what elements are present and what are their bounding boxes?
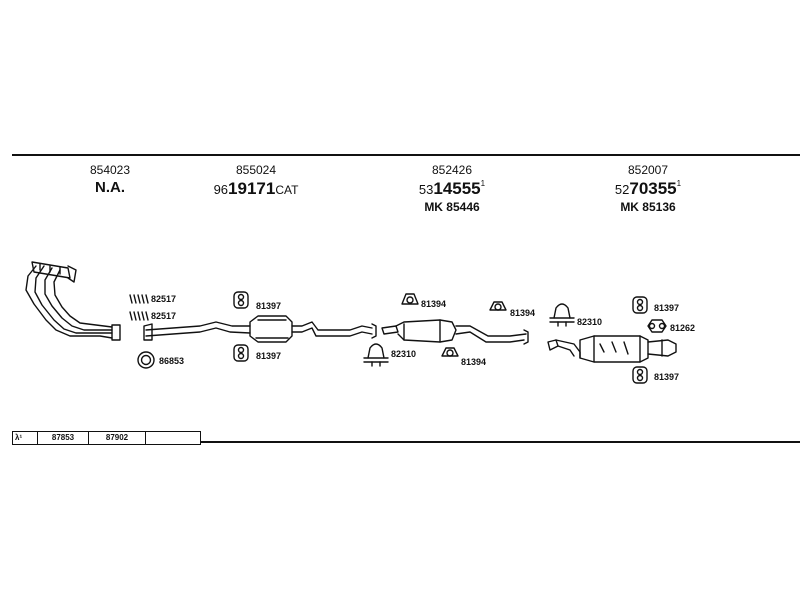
rubber-mount-icon <box>401 293 507 357</box>
header-rear-part: 52703551 <box>614 179 682 198</box>
label-ring-gasket: 86853 <box>159 356 185 366</box>
rear-silencer <box>547 335 677 363</box>
clamp-icon <box>363 303 575 367</box>
legend-lambda-symbol: λ¹ <box>13 432 38 444</box>
middle-silencer <box>381 319 529 345</box>
header-middle-number: 852426 <box>431 163 473 177</box>
top-divider <box>12 154 800 156</box>
rubber-mount-icon <box>632 296 648 384</box>
rubber-mount-icon <box>233 291 249 362</box>
label-rubber-cat-bottom: 81397 <box>256 351 282 361</box>
header-catalyst: 855024 9619171CAT <box>176 164 336 198</box>
catalyst-pipe <box>143 315 377 343</box>
legend-cell-2: 87902 <box>89 432 146 444</box>
label-rubber-rear-bottom: 81397 <box>654 372 680 382</box>
label-hanger-bottom-left: 82517 <box>151 311 177 321</box>
label-clamp-rear: 82310 <box>577 317 603 327</box>
exhaust-manifold <box>25 261 121 341</box>
header-rear-number: 852007 <box>627 163 669 177</box>
legend-cell-3 <box>146 432 200 444</box>
label-rubber-mid-top: 81394 <box>421 299 447 309</box>
header-manifold-number: 854023 <box>89 163 131 177</box>
bracket-icon <box>647 319 667 333</box>
legend-cell-1: 87853 <box>38 432 89 444</box>
label-rubber-rear-top: 81397 <box>654 303 680 313</box>
header-rear-mk: MK 85136 <box>620 200 676 214</box>
header-catalyst-part: 9619171CAT <box>213 179 299 198</box>
lambda-sensor-legend: λ¹ 87853 87902 <box>12 431 201 445</box>
label-hanger-top-left: 82517 <box>151 294 177 304</box>
bottom-divider <box>12 441 800 443</box>
header-catalyst-number: 855024 <box>235 163 277 177</box>
header-middle-silencer: 852426 53145551 MK 85446 <box>372 164 532 213</box>
ring-gasket-icon <box>137 351 155 369</box>
label-rubber-cat-top: 81397 <box>256 301 282 311</box>
header-manifold: 854023 N.A. <box>30 164 190 195</box>
header-rear-silencer: 852007 52703551 MK 85136 <box>568 164 728 213</box>
header-middle-part: 53145551 <box>418 179 486 198</box>
label-bracket-rear: 81262 <box>670 323 696 333</box>
label-rubber-mid-right: 81394 <box>510 308 536 318</box>
label-clamp-mid: 82310 <box>391 349 417 359</box>
header-manifold-status: N.A. <box>95 179 125 196</box>
header-middle-mk: MK 85446 <box>424 200 480 214</box>
hanger-icon <box>129 294 149 321</box>
label-rubber-mid-bottom: 81394 <box>461 357 487 367</box>
